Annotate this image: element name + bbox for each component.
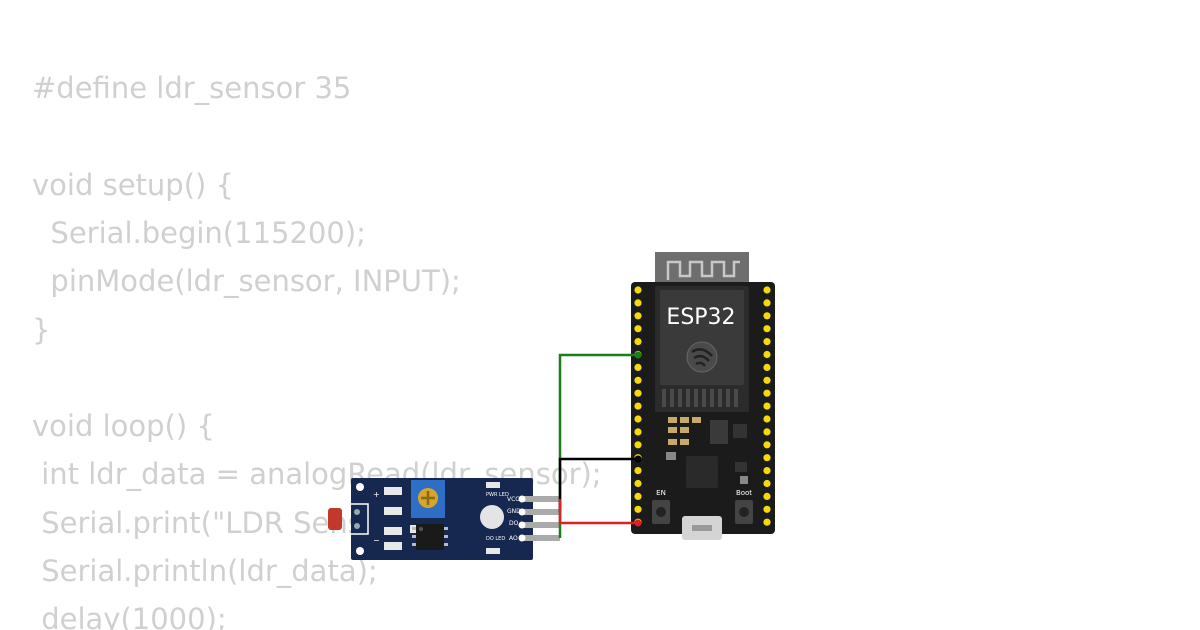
pwr-led-label: PWR LED — [486, 492, 509, 498]
pin-label-vcc: VCC — [507, 496, 519, 503]
code-line: #define ldr_sensor 35 — [32, 71, 352, 105]
header-pin[interactable] — [763, 415, 771, 423]
mounting-hole — [356, 547, 364, 555]
photoresistor-icon — [328, 508, 342, 530]
pin-label-do: DO — [509, 520, 519, 527]
ldr-module-pcb — [351, 478, 533, 560]
mounting-hole — [356, 483, 364, 491]
header-pin[interactable] — [763, 505, 771, 513]
code-line: delay(1000); — [32, 602, 227, 630]
header-pin[interactable] — [634, 402, 642, 410]
boot-label: Boot — [736, 489, 752, 497]
do-led-label: DO LED — [486, 536, 505, 542]
header-pin[interactable] — [634, 428, 642, 436]
code-line: Serial.println(ldr_data); — [32, 554, 378, 588]
header-pin[interactable] — [763, 338, 771, 346]
boot-button[interactable] — [735, 500, 753, 524]
usb-chip — [686, 456, 718, 488]
code-line: Serial.begin(115200); — [32, 215, 366, 250]
code-line: void loop() { — [32, 409, 215, 444]
header-pin[interactable] — [763, 363, 771, 371]
header-pin[interactable] — [763, 312, 771, 320]
do-led — [486, 548, 500, 554]
header-pin[interactable] — [763, 441, 771, 449]
espressif-logo-icon — [686, 341, 718, 373]
header-pin[interactable] — [763, 518, 771, 526]
pwr-led — [486, 482, 500, 488]
comparator-ic — [412, 524, 448, 550]
en-label: EN — [656, 489, 666, 497]
header-pin[interactable] — [763, 454, 771, 462]
potentiometer[interactable] — [411, 480, 445, 518]
header-pin[interactable] — [763, 467, 771, 475]
wire-ao-to-gpio35[interactable] — [558, 353, 638, 538]
esp32-module-can — [660, 290, 744, 385]
header-pin[interactable] — [763, 428, 771, 436]
header-pin[interactable] — [763, 479, 771, 488]
esp32-label: ESP32 — [666, 305, 735, 330]
header-pin[interactable] — [634, 479, 642, 488]
header-pin[interactable] — [634, 338, 642, 346]
header-pin[interactable] — [763, 286, 771, 294]
wire-gnd[interactable] — [558, 457, 638, 512]
header-pin[interactable] — [634, 376, 642, 384]
antenna-trace-icon — [666, 260, 740, 280]
wire-vcc[interactable] — [558, 499, 638, 525]
header-pin[interactable] — [763, 376, 771, 384]
ldr-minus-label: − — [373, 536, 380, 545]
header-pin[interactable] — [763, 350, 771, 359]
esp32-right-pin-header — [763, 286, 771, 526]
header-pin[interactable] — [634, 325, 642, 333]
ldr-light-indicator — [480, 505, 504, 529]
header-pin[interactable] — [634, 363, 642, 371]
wire-endpoint — [634, 455, 642, 463]
header-pin[interactable] — [763, 389, 771, 397]
ldr-socket — [346, 503, 369, 535]
code-line: } — [32, 312, 51, 347]
ldr-sensor-module[interactable]: + − PWR LED DO — [328, 478, 560, 560]
code-line: pinMode(ldr_sensor, INPUT); — [32, 264, 461, 299]
header-pin[interactable] — [763, 492, 771, 500]
header-pin[interactable] — [634, 441, 642, 449]
header-pin[interactable] — [634, 286, 642, 294]
header-pin[interactable] — [634, 299, 642, 307]
header-pin[interactable] — [634, 312, 642, 320]
header-pin[interactable] — [634, 415, 642, 423]
pin-label-ao: AO — [509, 535, 518, 542]
code-line: void setup() { — [32, 167, 234, 202]
esp32-board[interactable]: ESP32 — [631, 252, 775, 540]
wire-endpoint — [634, 351, 642, 359]
micro-usb-port[interactable] — [682, 516, 722, 540]
header-pin[interactable] — [634, 467, 642, 475]
pin-label-gnd: GND — [507, 508, 521, 515]
ldr-pin-header — [518, 495, 560, 542]
header-pin[interactable] — [763, 402, 771, 410]
ldr-plus-label: + — [373, 490, 380, 499]
header-pin[interactable] — [634, 505, 642, 513]
header-pin[interactable] — [634, 389, 642, 397]
header-pin[interactable] — [763, 299, 771, 307]
module-pads — [662, 389, 738, 407]
en-button[interactable] — [652, 500, 670, 524]
smd-components — [666, 417, 748, 488]
header-pin[interactable] — [634, 492, 642, 500]
wire-endpoint — [634, 519, 642, 527]
header-pin[interactable] — [763, 325, 771, 333]
